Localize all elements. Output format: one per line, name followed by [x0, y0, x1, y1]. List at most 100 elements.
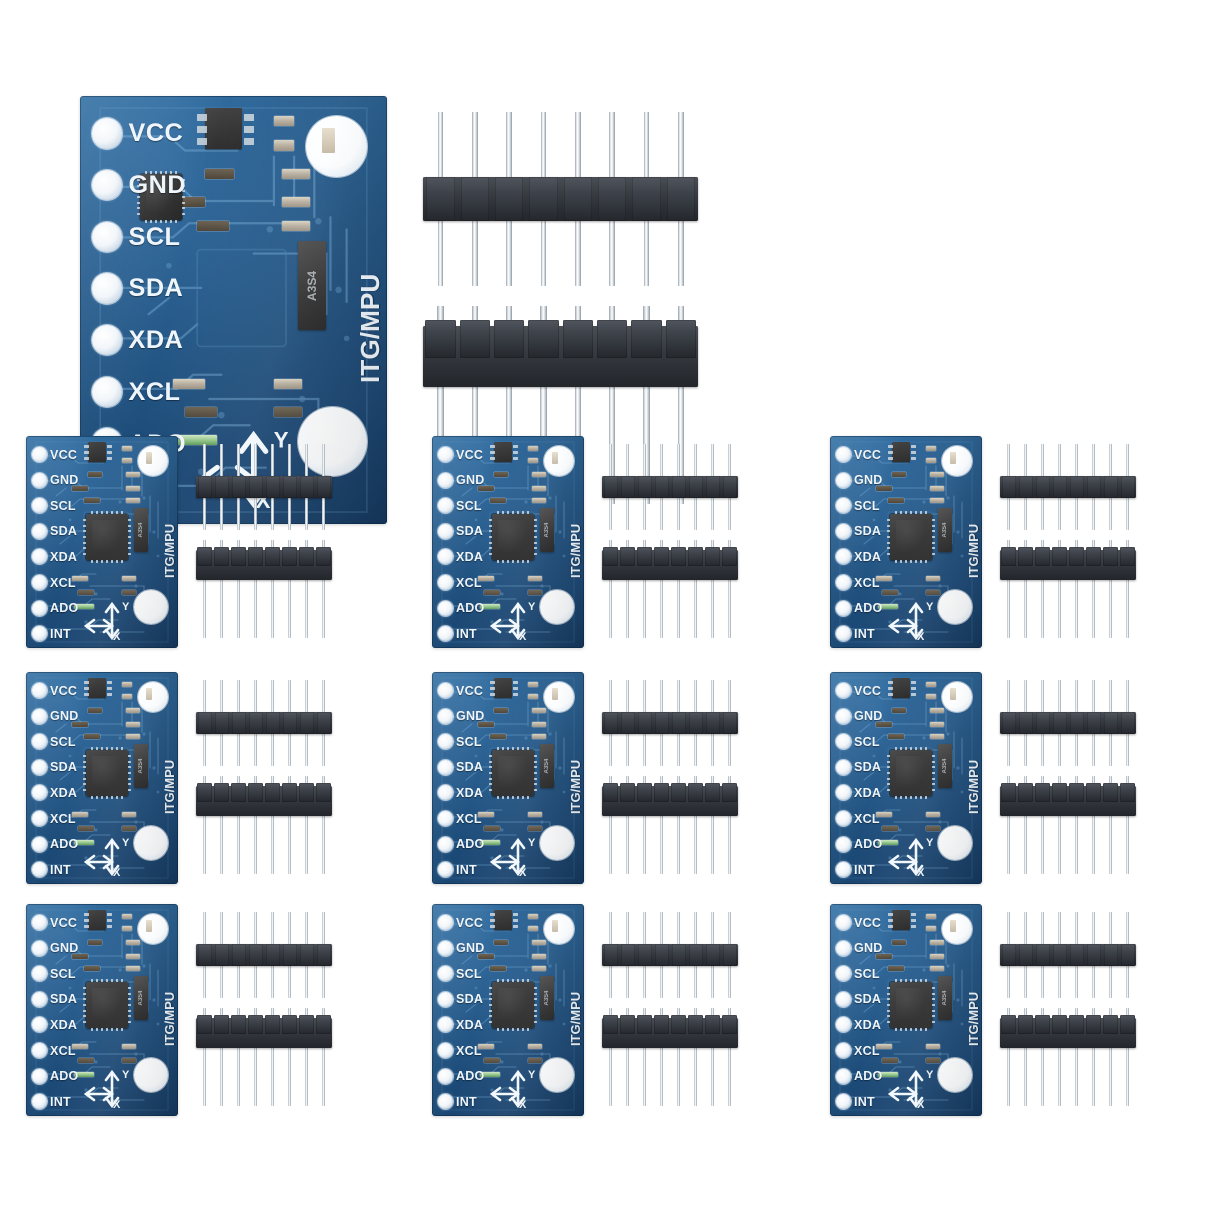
pin-pad-ado[interactable]: [438, 1068, 453, 1084]
pin-pad-gnd[interactable]: [836, 708, 851, 724]
pin-pad-vcc[interactable]: [836, 683, 851, 698]
pin-pad-scl[interactable]: [32, 734, 47, 750]
straight-pin-header[interactable]: [602, 912, 738, 998]
pin-pad-ado[interactable]: [438, 600, 453, 616]
pin-pad-gnd[interactable]: [836, 472, 851, 488]
pin-pad-xcl[interactable]: [92, 376, 123, 408]
pin-pad-xcl[interactable]: [836, 811, 851, 826]
pin-pad-xda[interactable]: [836, 549, 851, 565]
pin-pad-xda[interactable]: [32, 549, 47, 565]
right-angle-pin-header[interactable]: [196, 776, 332, 876]
pin-pad-gnd[interactable]: [438, 940, 453, 956]
pin-pad-xcl[interactable]: [32, 575, 47, 590]
pin-pad-xda[interactable]: [438, 1017, 453, 1033]
pin-pad-ado[interactable]: [32, 1068, 47, 1084]
pin-pad-int[interactable]: [32, 626, 47, 642]
straight-pin-header[interactable]: [196, 444, 332, 530]
pin-pad-xda[interactable]: [438, 785, 453, 801]
pin-pad-gnd[interactable]: [32, 940, 47, 956]
pin-pad-scl[interactable]: [32, 498, 47, 514]
pin-pad-scl[interactable]: [438, 966, 453, 982]
pin-pad-scl[interactable]: [836, 734, 851, 750]
straight-pin-header[interactable]: [196, 912, 332, 998]
pin-pad-gnd[interactable]: [836, 940, 851, 956]
right-angle-pin-header[interactable]: [196, 1008, 332, 1108]
pin-pad-gnd[interactable]: [32, 708, 47, 724]
pin-pad-vcc[interactable]: [32, 447, 47, 462]
straight-pin-header[interactable]: [423, 112, 699, 286]
right-angle-pin-header[interactable]: [602, 1008, 738, 1108]
pin-pad-xcl[interactable]: [32, 811, 47, 826]
pin-pad-sda[interactable]: [32, 991, 47, 1007]
right-angle-pin-header[interactable]: [602, 540, 738, 640]
pin-pad-int[interactable]: [32, 862, 47, 878]
pin-pad-xda[interactable]: [836, 785, 851, 801]
pin-pad-sda[interactable]: [438, 991, 453, 1007]
pin-pad-xcl[interactable]: [438, 1043, 453, 1058]
pin-pad-int[interactable]: [836, 862, 851, 878]
pin-pad-xda[interactable]: [32, 1017, 47, 1033]
pin-pad-scl[interactable]: [32, 966, 47, 982]
pin-pad-ado[interactable]: [836, 836, 851, 852]
pin-pad-sda[interactable]: [32, 523, 47, 539]
pin-pad-vcc[interactable]: [32, 915, 47, 930]
right-angle-pin-header[interactable]: [1000, 540, 1136, 640]
pin-pad-int[interactable]: [836, 626, 851, 642]
pin-pad-int[interactable]: [438, 862, 453, 878]
straight-pin-header[interactable]: [602, 680, 738, 766]
pin-pad-gnd[interactable]: [438, 708, 453, 724]
pin-pad-scl[interactable]: [438, 734, 453, 750]
pin-pad-gnd[interactable]: [438, 472, 453, 488]
pin-pad-sda[interactable]: [836, 523, 851, 539]
right-angle-pin-header[interactable]: [1000, 776, 1136, 876]
pin-pad-ado[interactable]: [32, 836, 47, 852]
straight-pin-header[interactable]: [1000, 444, 1136, 530]
right-angle-pin-header[interactable]: [1000, 1008, 1136, 1108]
pin-pad-scl[interactable]: [836, 966, 851, 982]
pin-pad-vcc[interactable]: [92, 118, 123, 149]
pin-pad-gnd[interactable]: [92, 169, 123, 201]
pin-pad-xcl[interactable]: [32, 1043, 47, 1058]
pin-pad-scl[interactable]: [438, 498, 453, 514]
pin-pad-xda[interactable]: [92, 325, 123, 356]
straight-pin-header[interactable]: [1000, 912, 1136, 998]
pin-pad-int[interactable]: [32, 1094, 47, 1110]
pin-pad-vcc[interactable]: [438, 915, 453, 930]
pin-pad-sda[interactable]: [32, 759, 47, 775]
pin-pad-ado[interactable]: [32, 600, 47, 616]
pin-pad-xda[interactable]: [32, 785, 47, 801]
pin-pad-scl[interactable]: [836, 498, 851, 514]
straight-pin-header[interactable]: [1000, 680, 1136, 766]
right-angle-pin-header[interactable]: [196, 540, 332, 640]
right-angle-pin-header[interactable]: [602, 776, 738, 876]
pin-pad-ado[interactable]: [438, 836, 453, 852]
pin-pad-vcc[interactable]: [836, 915, 851, 930]
pin-pad-vcc[interactable]: [32, 683, 47, 698]
straight-pin-header[interactable]: [196, 680, 332, 766]
pin-pad-ado[interactable]: [836, 1068, 851, 1084]
pin-pad-vcc[interactable]: [438, 447, 453, 462]
pin-pad-int[interactable]: [438, 1094, 453, 1110]
pin-pad-sda[interactable]: [438, 759, 453, 775]
pin-pad-sda[interactable]: [438, 523, 453, 539]
pin-pad-xda[interactable]: [438, 549, 453, 565]
pin-pad-int[interactable]: [836, 1094, 851, 1110]
pin-pad-ado[interactable]: [836, 600, 851, 616]
pin-pad-gnd[interactable]: [32, 472, 47, 488]
pin-pad-scl[interactable]: [92, 221, 123, 252]
pin-pad-xcl[interactable]: [836, 575, 851, 590]
pin-pad-vcc[interactable]: [438, 683, 453, 698]
pin-pad-sda[interactable]: [836, 759, 851, 775]
pin-pad-xcl[interactable]: [836, 1043, 851, 1058]
pin-pad-int[interactable]: [438, 626, 453, 642]
straight-pin-header[interactable]: [602, 444, 738, 530]
